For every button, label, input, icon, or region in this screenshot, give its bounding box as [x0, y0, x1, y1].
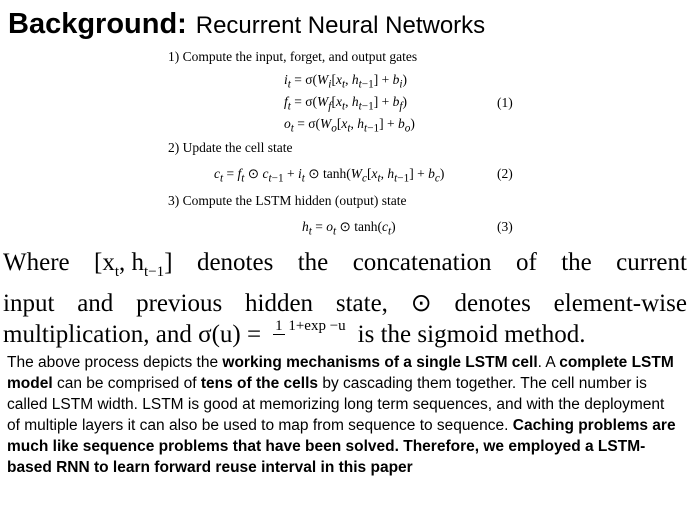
slide-title: Background: Recurrent Neural Networks [8, 4, 485, 41]
notation-line-1: Where [xt, ht−1] denotes the concatenati… [3, 249, 687, 280]
notation-line-2: input and previous hidden state, ⊙ denot… [3, 290, 687, 317]
equation-number-2: (2) [497, 166, 513, 181]
notation-explanation: Where [xt, ht−1] denotes the concatenati… [3, 247, 687, 350]
equation-input-gate: it = σ(Wi[xt, ht−1] + bi) [284, 72, 407, 91]
equation-number-3: (3) [497, 219, 513, 234]
equation-cell-state: ct = ft ⊙ ct−1 + it ⊙ tanh(Wc[xt, ht−1] … [214, 166, 445, 185]
title-text: Recurrent Neural Networks [195, 12, 486, 39]
step-1-heading: 1) Compute the input, forget, and output… [168, 49, 418, 64]
description-paragraph: The above process depicts the working me… [7, 354, 676, 476]
step-2-heading: 2) Update the cell state [168, 140, 293, 155]
title-prefix: Background: [8, 8, 187, 40]
step-3-heading: 3) Compute the LSTM hidden (output) stat… [168, 193, 407, 208]
equation-output-gate: ot = σ(Wo[xt, ht−1] + bo) [284, 116, 415, 135]
notation-line-3: multiplication, and σ(u) = 1 1+exp −u is… [3, 318, 586, 349]
equation-number-1: (1) [497, 95, 513, 110]
sigmoid-fraction: 1 1+exp −u [273, 318, 346, 335]
equation-hidden-state: ht = ot ⊙ tanh(ct) [302, 219, 396, 238]
equation-forget-gate: ft = σ(Wf[xt, ht−1] + bf) [284, 94, 407, 113]
